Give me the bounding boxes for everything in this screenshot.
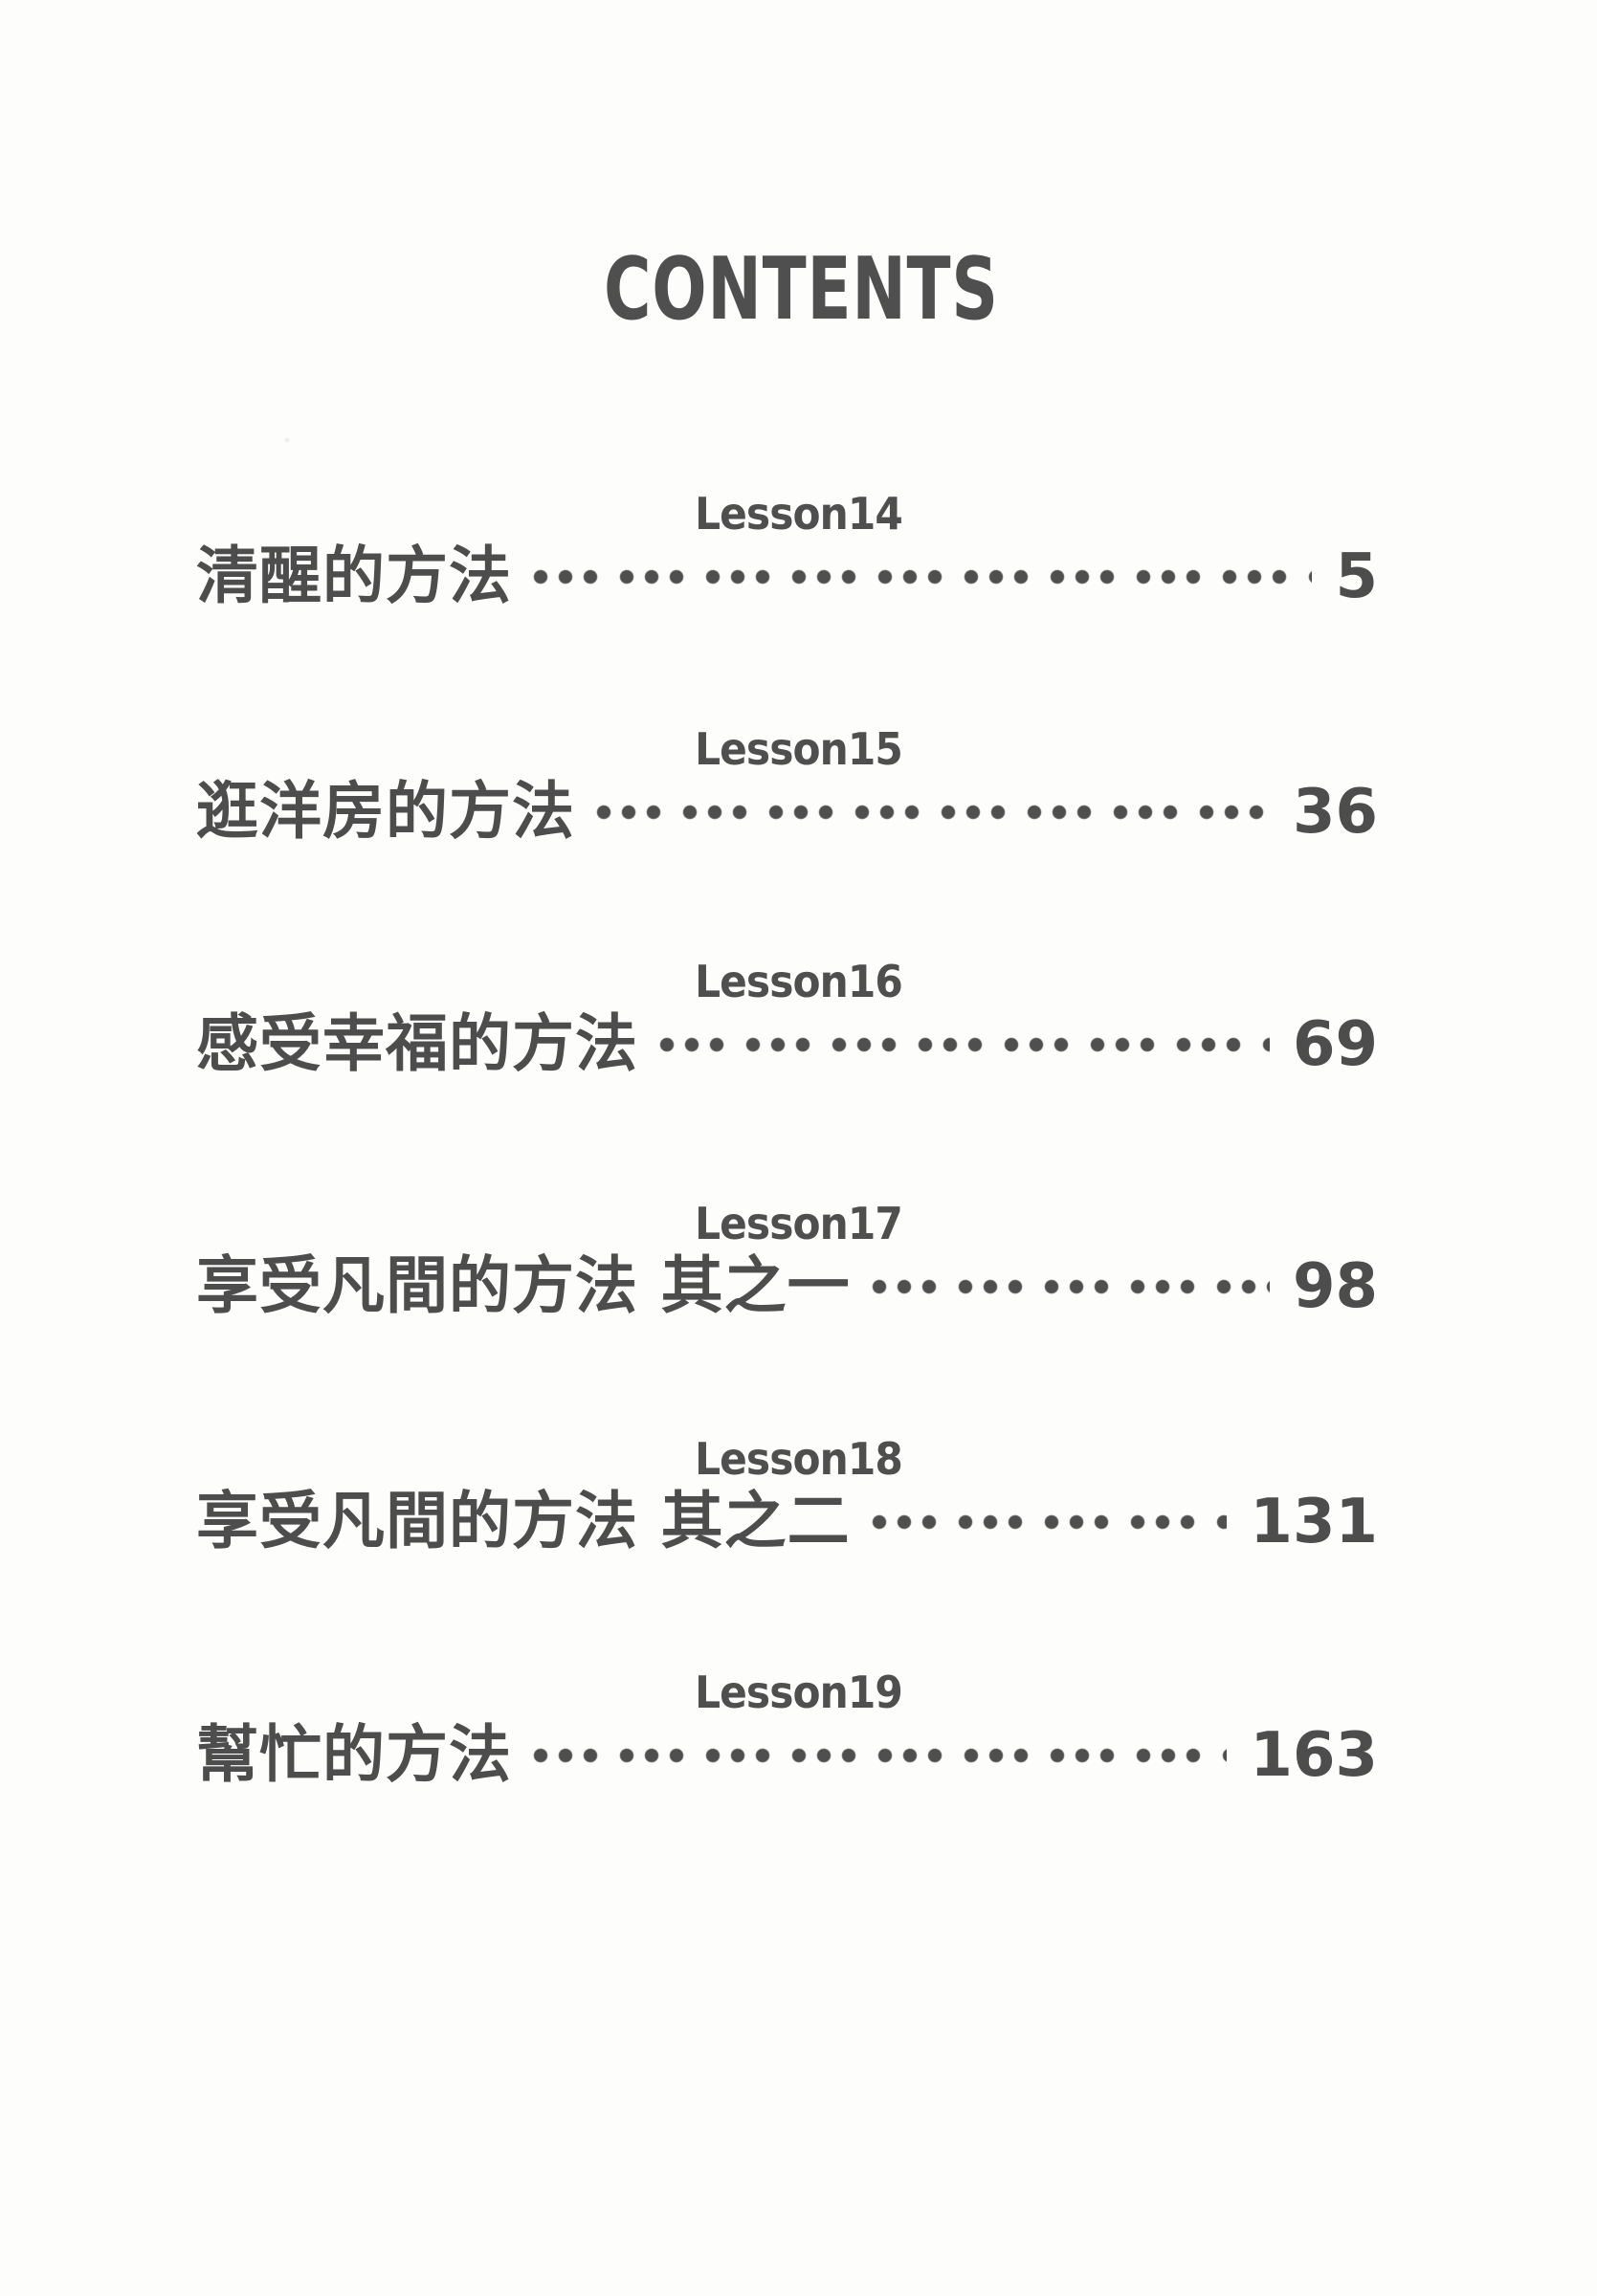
lesson-label: Lesson15 xyxy=(695,723,903,775)
toc-entry-row: 逛洋房的方法 36 xyxy=(196,773,1378,851)
entry-title: 幫忙的方法 xyxy=(196,1719,513,1791)
entry-title: 逛洋房的方法 xyxy=(196,776,576,848)
toc-entry-row: 幫忙的方法 163 xyxy=(196,1716,1378,1795)
toc-entry: Lesson14 清醒的方法 5 xyxy=(0,488,1597,631)
lesson-label: Lesson19 xyxy=(695,1667,903,1718)
lesson-label: Lesson18 xyxy=(695,1433,903,1485)
entry-title: 享受凡間的方法 其之二 xyxy=(196,1486,851,1557)
toc-entry: Lesson16 感受幸福的方法 69 xyxy=(0,956,1597,1099)
page-number: 163 xyxy=(1250,1720,1378,1791)
toc-entry: Lesson15 逛洋房的方法 36 xyxy=(0,723,1597,867)
toc-entry-row: 感受幸福的方法 69 xyxy=(196,1005,1378,1084)
dot-leader xyxy=(869,1247,1270,1326)
toc-entry-row: 享受凡間的方法 其之一 98 xyxy=(196,1247,1378,1326)
lesson-label: Lesson14 xyxy=(695,488,903,540)
entry-title: 感受幸福的方法 xyxy=(196,1008,639,1080)
toc-entry-row: 享受凡間的方法 其之二 131 xyxy=(196,1483,1378,1561)
page-number: 36 xyxy=(1292,777,1378,848)
dot-leader xyxy=(594,773,1270,851)
dot-leader xyxy=(869,1483,1228,1561)
page-number: 69 xyxy=(1292,1009,1378,1080)
contents-title: CONTENTS xyxy=(604,239,999,340)
lesson-label: Lesson16 xyxy=(695,956,903,1007)
toc-entry: Lesson18 享受凡間的方法 其之二 131 xyxy=(0,1433,1597,1577)
toc-entry: Lesson17 享受凡間的方法 其之一 98 xyxy=(0,1198,1597,1341)
page-number: 98 xyxy=(1292,1251,1378,1322)
dot-leader xyxy=(531,538,1313,616)
lesson-label: Lesson17 xyxy=(695,1198,903,1249)
dot-leader xyxy=(531,1716,1228,1795)
entry-title: 清醒的方法 xyxy=(196,541,513,612)
dot-leader xyxy=(657,1005,1270,1084)
page-number: 131 xyxy=(1250,1487,1378,1557)
toc-entry-row: 清醒的方法 5 xyxy=(196,538,1378,616)
entry-title: 享受凡間的方法 其之一 xyxy=(196,1250,851,1322)
toc-entry: Lesson19 幫忙的方法 163 xyxy=(0,1667,1597,1810)
page-number: 5 xyxy=(1335,541,1378,612)
